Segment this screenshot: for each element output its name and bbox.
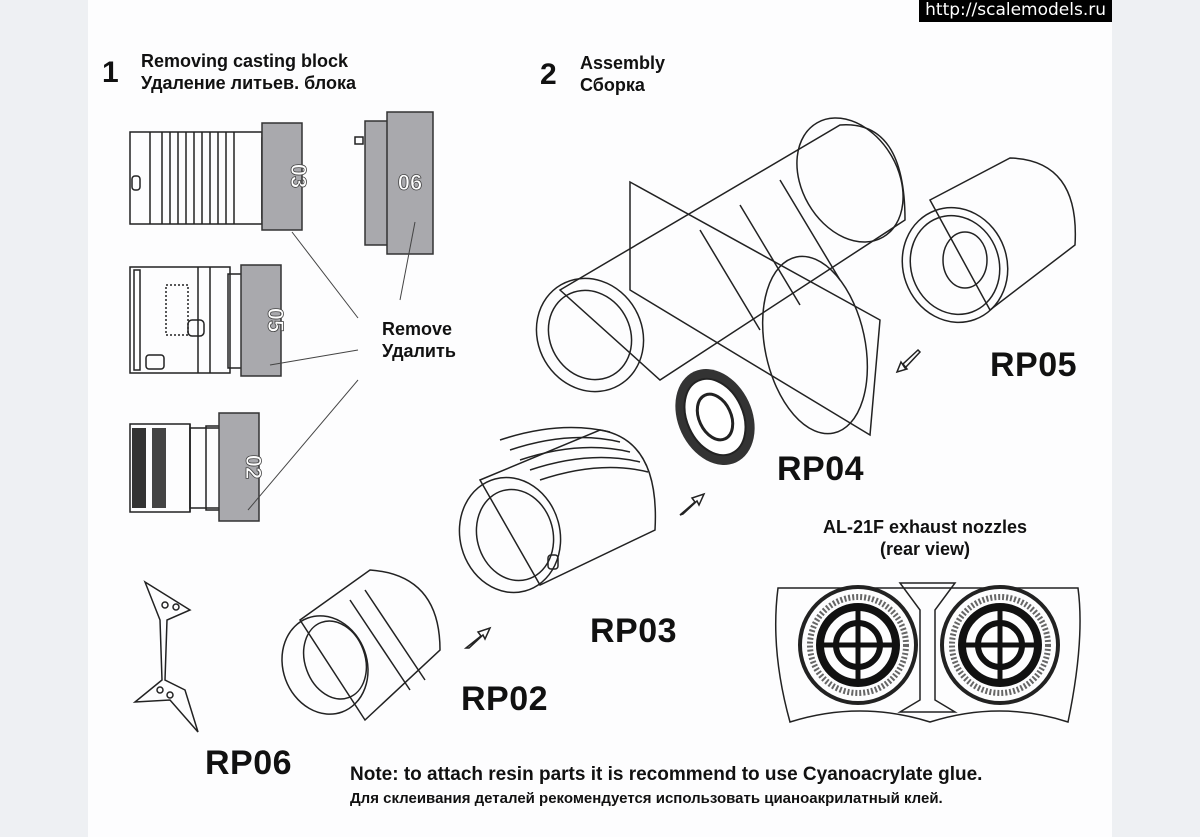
rear-view-drawing (775, 582, 1081, 723)
casting-block-06: 06 (354, 111, 434, 255)
remove-label-ru: Удалить (382, 341, 456, 361)
watermark: http://scalemodels.ru (919, 0, 1112, 22)
left-nozzle (798, 585, 918, 705)
step1-number: 1 (102, 56, 119, 89)
part-label-rp03: RP03 (590, 612, 678, 650)
note-ru: Для склеивания деталей рекомендуется исп… (350, 790, 943, 807)
casting-block-02: 02 (218, 412, 266, 522)
casting-block-03-label: 03 (286, 164, 311, 188)
part-rp06-drawing (132, 580, 199, 733)
arrow-rp05 (895, 348, 922, 374)
rear-view-caption: AL-21F exhaust nozzles (rear view) (790, 516, 1060, 560)
step2-title-ru: Сборка (580, 75, 645, 95)
step2-title-en: Assembly (580, 53, 666, 73)
casting-block-05: 05 (240, 264, 288, 377)
remove-label: Remove Удалить (382, 318, 456, 362)
step1-title: Removing casting block Удаление литьев. … (141, 50, 356, 94)
part-label-rp05: RP05 (990, 346, 1078, 384)
step2-number: 2 (540, 58, 557, 91)
remove-label-en: Remove (382, 319, 453, 339)
part-rp03-drawing (458, 426, 657, 594)
step1-title-en: Removing casting block (141, 51, 349, 71)
arrow-rp03 (463, 626, 492, 649)
note-en: Note: to attach resin parts it is recomm… (350, 764, 983, 785)
casting-block-05-label: 05 (263, 308, 288, 332)
part-02-side-view (129, 423, 221, 513)
casting-block-02-label: 02 (241, 455, 266, 479)
part-label-rp06: RP06 (205, 744, 293, 782)
arrow-rp04 (679, 492, 706, 516)
part-label-rp02: RP02 (461, 680, 549, 718)
right-nozzle (940, 585, 1060, 705)
casting-block-06-label: 06 (398, 170, 422, 195)
step1-title-ru: Удаление литьев. блока (141, 73, 356, 93)
rear-view-title: AL-21F exhaust nozzles (822, 517, 1028, 537)
part-rp05-drawing (901, 157, 1077, 324)
part-rp02-drawing (281, 569, 441, 722)
remove-leader-lines (247, 221, 416, 511)
part-rp04-drawing (675, 369, 755, 465)
step2-title: Assembly Сборка (580, 52, 665, 96)
part-05-side-view (129, 266, 243, 374)
rear-view-subtitle: (rear view) (879, 539, 971, 559)
part-03-side-view (129, 131, 277, 225)
part-label-rp04: RP04 (777, 450, 865, 488)
casting-block-03: 03 (261, 122, 311, 231)
engine-assembly (535, 117, 906, 437)
